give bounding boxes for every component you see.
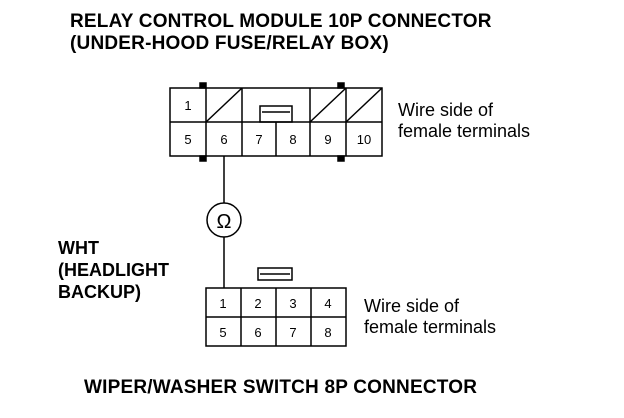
pin-label-8: 8 <box>289 132 296 147</box>
empty-cavity-4 <box>345 87 383 123</box>
bottom-connector-side-label-line1: Wire side of <box>364 296 460 316</box>
pin-label-b7: 7 <box>289 325 296 340</box>
pin-label-5: 5 <box>184 132 191 147</box>
pin-label-b6: 6 <box>254 325 261 340</box>
pin-label-b8: 8 <box>324 325 331 340</box>
pin-label-b3: 3 <box>289 296 296 311</box>
pin-label-b4: 4 <box>324 296 331 311</box>
wire-circuit-label: (HEADLIGHT <box>58 260 169 280</box>
bottom-connector-lock-tab <box>257 267 293 281</box>
pin-label-1: 1 <box>184 98 191 113</box>
top-connector-title: RELAY CONTROL MODULE 10P CONNECTOR <box>70 11 492 32</box>
top-connector-lock-tab <box>259 105 293 123</box>
ohmmeter-icon <box>206 202 242 238</box>
empty-cavity-5 <box>309 87 347 123</box>
bottom-connector-pin-labels: 1 2 3 4 5 6 7 8 <box>219 296 331 340</box>
pin-label-9: 9 <box>324 132 331 147</box>
pin-label-b5: 5 <box>219 325 226 340</box>
top-connector-side-label-line2: female terminals <box>398 121 531 141</box>
pin-label-6: 6 <box>220 132 227 147</box>
top-connector-pin-labels: 1 5 6 7 8 9 10 <box>184 98 371 147</box>
pin-label-7: 7 <box>255 132 262 147</box>
empty-cavity-2 <box>205 87 243 123</box>
wire-color-label: WHT <box>58 238 99 258</box>
wire-circuit-label-cont: BACKUP) <box>58 282 141 302</box>
bottom-connector-side-label-line2: female terminals <box>364 317 497 337</box>
bottom-connector <box>205 267 347 347</box>
top-connector-subtitle: (UNDER-HOOD FUSE/RELAY BOX) <box>70 33 389 54</box>
pin-label-10: 10 <box>357 132 371 147</box>
bottom-connector-title: WIPER/WASHER SWITCH 8P CONNECTOR <box>84 377 478 398</box>
top-connector-side-label-line1: Wire side of <box>398 100 494 120</box>
pin-label-b2: 2 <box>254 296 261 311</box>
ohm-symbol: Ω <box>217 211 232 233</box>
top-connector <box>169 87 383 157</box>
pin-label-b1: 1 <box>219 296 226 311</box>
